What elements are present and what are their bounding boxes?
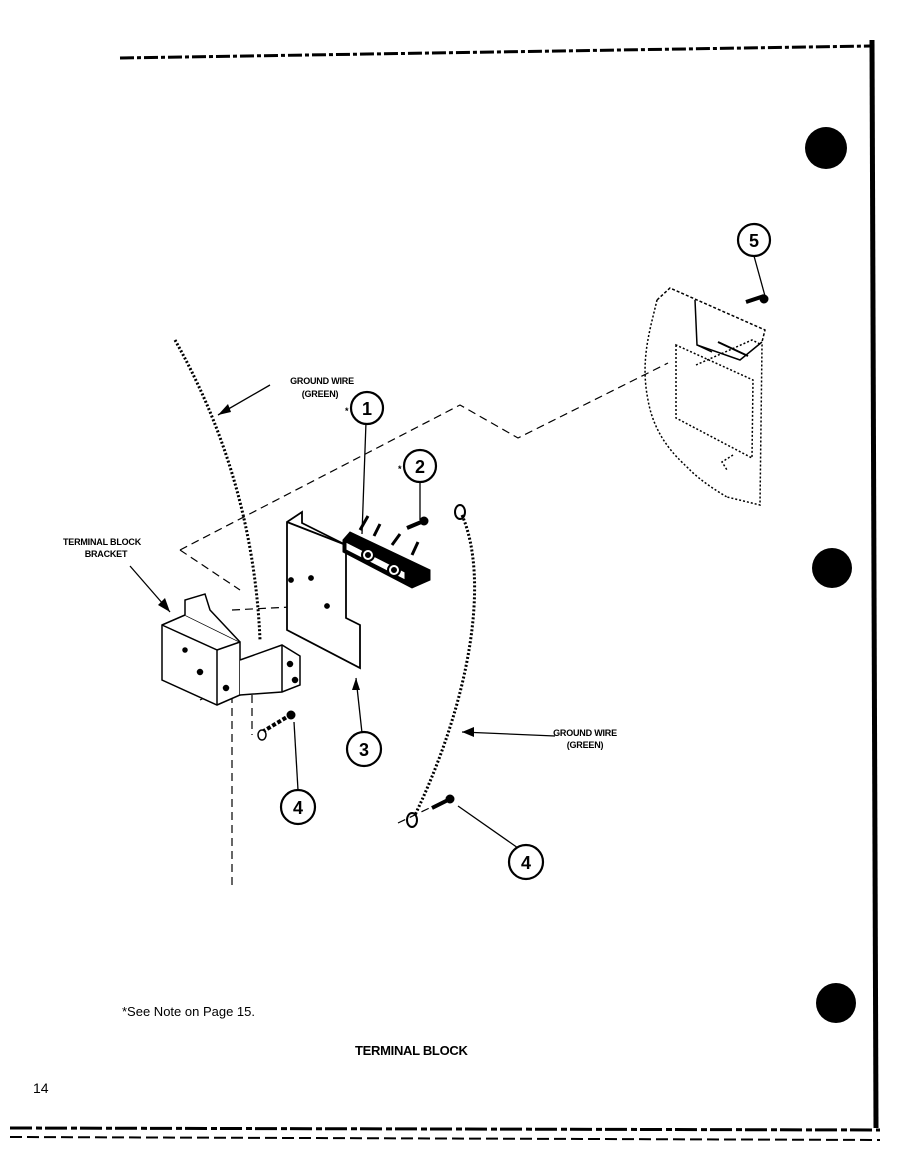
scan-border <box>9 39 881 1141</box>
binder-hole-middle <box>812 548 852 588</box>
screw-4-part-right <box>431 794 455 810</box>
callout-4b-circle <box>507 843 545 881</box>
terminal-block-part-1 <box>342 515 431 589</box>
mounting-plate-part-3 <box>286 510 361 670</box>
unit-cabinet-section <box>644 287 766 506</box>
callout-3-number: 3 <box>359 740 369 760</box>
callout-1-number: 1 <box>362 399 372 419</box>
binder-hole-top <box>805 127 847 169</box>
screw-4-part-left <box>257 710 296 741</box>
screw-5-part <box>745 294 769 304</box>
ground-wire-top <box>173 339 262 641</box>
ground-wire-top-label-line2: (GREEN) <box>302 389 339 399</box>
asterisk-part-2: * <box>398 464 402 474</box>
terminal-block-bracket-label-line1: TERMINAL BLOCK <box>63 537 142 547</box>
binder-hole-bottom <box>816 983 856 1023</box>
assembly-guide-lines <box>179 362 669 890</box>
screw-2-part <box>406 516 429 530</box>
callout-4a-circle <box>279 788 317 826</box>
callout-5-circle <box>736 222 772 258</box>
figure-caption: TERMINAL BLOCK <box>355 1043 468 1058</box>
ground-wire-top-label-line1: GROUND WIRE <box>290 376 354 386</box>
callout-5-number: 5 <box>749 231 759 251</box>
page-number: 14 <box>33 1080 49 1096</box>
callout-circles <box>279 222 772 881</box>
callout-4a-number: 4 <box>293 798 303 818</box>
callout-4b-number: 4 <box>521 853 531 873</box>
terminal-block-bracket-part <box>161 593 301 706</box>
ground-wire-bottom <box>413 514 477 816</box>
ground-wire-ring-terminal-bottom <box>406 812 418 828</box>
ground-wire-ring-terminal-top <box>454 504 466 520</box>
terminal-block-bracket-label-line2: BRACKET <box>85 549 128 559</box>
ground-wire-bottom-label-line2: (GREEN) <box>567 740 604 750</box>
ground-wire-bottom-label-line1: GROUND WIRE <box>553 728 617 738</box>
callout-2-circle <box>402 448 438 484</box>
callout-1-circle <box>349 390 385 426</box>
callout-leader-lines <box>129 255 766 849</box>
see-note-text: *See Note on Page 15. <box>122 1004 255 1019</box>
callout-3-circle <box>345 730 383 768</box>
asterisk-part-1: * <box>345 406 349 416</box>
callout-arrowheads <box>158 404 474 737</box>
callout-2-number: 2 <box>415 457 425 477</box>
